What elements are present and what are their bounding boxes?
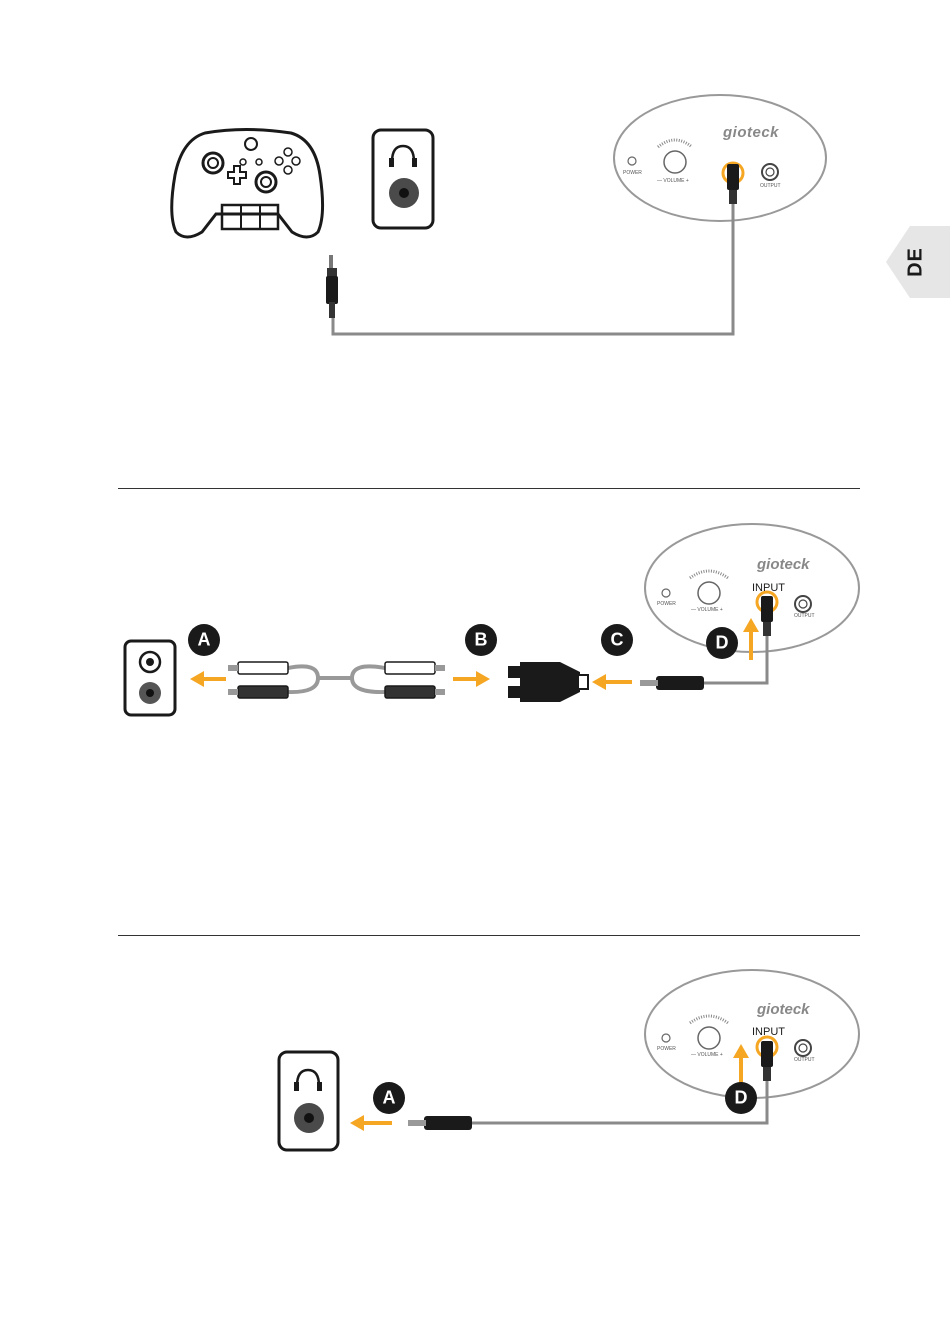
brand-logo: gioteck [757, 1001, 810, 1018]
output-label: OUTPUT [794, 1057, 815, 1063]
brand-logo: gioteck [757, 556, 810, 573]
diagram-controller-connection [0, 0, 950, 400]
volume-label: — VOLUME + [691, 1052, 723, 1058]
rca-jack-icon [125, 641, 175, 715]
power-label: POWER [623, 170, 642, 176]
input-label: INPUT [752, 1026, 785, 1038]
marker-a-label: A [198, 630, 211, 651]
marker-a-label: A [383, 1088, 396, 1109]
amplifier-icon [614, 95, 826, 221]
power-label: POWER [657, 1046, 676, 1052]
headphone-jack-icon [279, 1052, 338, 1150]
section-divider-2 [118, 935, 860, 936]
brand-logo: gioteck [723, 124, 779, 141]
arrow-icon [350, 1115, 392, 1131]
arrow-icon [592, 674, 632, 690]
volume-label: — VOLUME + [657, 178, 689, 184]
power-label: POWER [657, 601, 676, 607]
volume-label: — VOLUME + [691, 607, 723, 613]
controller-icon [172, 130, 323, 238]
input-label: INPUT [752, 582, 785, 594]
marker-d-label: D [735, 1088, 748, 1109]
arrow-icon [453, 671, 490, 687]
headphone-jack-icon [373, 130, 433, 228]
marker-c-label: C [611, 630, 624, 651]
output-label: OUTPUT [794, 613, 815, 619]
section-divider-1 [118, 488, 860, 489]
marker-b-label: B [475, 630, 488, 651]
marker-d-label: D [716, 633, 729, 654]
rca-adapter-icon [508, 662, 588, 702]
output-label: OUTPUT [760, 183, 781, 189]
arrow-icon [190, 671, 226, 687]
diagram-rca-connection [0, 500, 950, 740]
rca-cable-icon [228, 662, 445, 698]
